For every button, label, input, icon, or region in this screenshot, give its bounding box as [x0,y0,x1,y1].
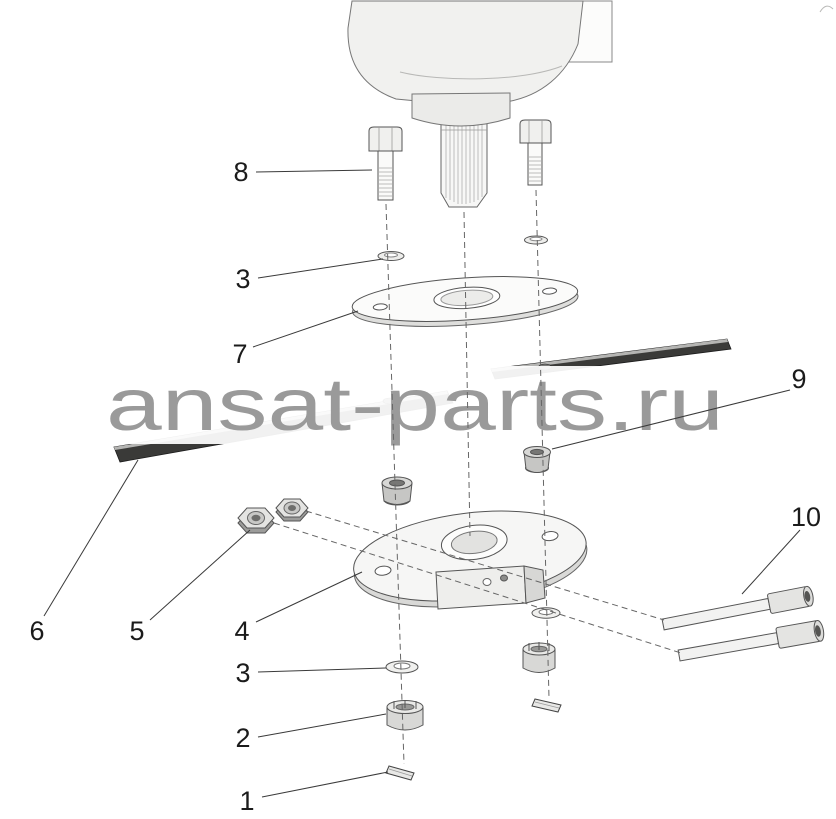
washer-part-3-bottom [385,660,419,674]
axis-left [385,203,405,765]
leader-3-bottom [257,667,387,673]
leader-10 [741,529,801,595]
hex-nut-part-5b [275,498,309,522]
pin-bottom-right [531,698,562,713]
housing-body [347,0,584,107]
bolt-threads [378,167,393,197]
label-part-10: 10 [791,502,821,532]
socket-bolt-part-10b [677,619,825,662]
housing-seam [399,65,563,80]
label-part-7: 7 [232,339,247,369]
label-part-3b: 3 [235,658,250,688]
pin-part-1 [385,765,415,781]
spline-grooves [445,114,483,204]
leader-6 [43,459,139,617]
watermark-text: ansat-parts.ru [106,363,724,446]
socket-hex-recess [804,591,811,602]
corner-mark [819,5,834,13]
bolt-threads [528,156,542,182]
castellation-slots [528,642,550,651]
plate4-hole-right [541,531,559,542]
leader-7 [252,310,359,348]
label-part-6: 6 [29,616,44,646]
block-hole-b [500,574,508,582]
socket-hex-recess [815,625,821,637]
castellation-slots [393,700,417,709]
leader-4 [255,571,363,623]
label-part-3a: 3 [235,264,250,294]
leader-9 [551,389,791,450]
leader-8 [255,169,373,173]
label-part-9: 9 [791,364,806,394]
gearbox-housing [347,0,613,208]
leader-lines [43,169,801,798]
axis-center [463,211,471,537]
label-part-1: 1 [239,786,254,816]
hub-block [435,565,546,610]
part-labels: 8 3 7 6 5 4 3 2 1 9 10 [29,157,821,816]
assembly-axis-lines [273,189,682,765]
watermark: ansat-parts.ru [96,363,734,446]
bushing-right [523,446,551,473]
leader-3-top [257,258,384,279]
upper-blade-plate-part-7 [351,276,579,327]
castle-nut-bottom-right [522,642,556,673]
label-part-4: 4 [234,616,249,646]
hex-nut-part-5a [237,507,275,534]
bolt-top-right [519,119,552,186]
socket-bolt-part-10a [661,585,814,631]
plate7-hole-left [372,303,388,311]
leader-2 [257,713,387,738]
housing-flange [411,92,511,127]
block-hole-a [482,578,492,586]
castle-nut-part-2 [386,700,424,731]
bolt-part-8 [368,126,403,201]
plate7-hole-right [542,287,558,295]
axis-right [535,189,550,699]
bushing-left [381,476,413,506]
label-part-5: 5 [129,616,144,646]
leader-1 [261,771,389,798]
leader-5 [149,529,251,621]
washer-part-3-top-left [377,251,405,261]
hub-plate-part-4 [353,510,588,608]
label-part-2: 2 [235,723,250,753]
label-part-8: 8 [233,157,248,187]
washer-top-right [524,235,548,245]
plate4-hole-left [374,565,392,576]
watermark-background [96,366,734,444]
axis-bolt-b [273,522,682,654]
axis-bolt-a [305,510,665,621]
